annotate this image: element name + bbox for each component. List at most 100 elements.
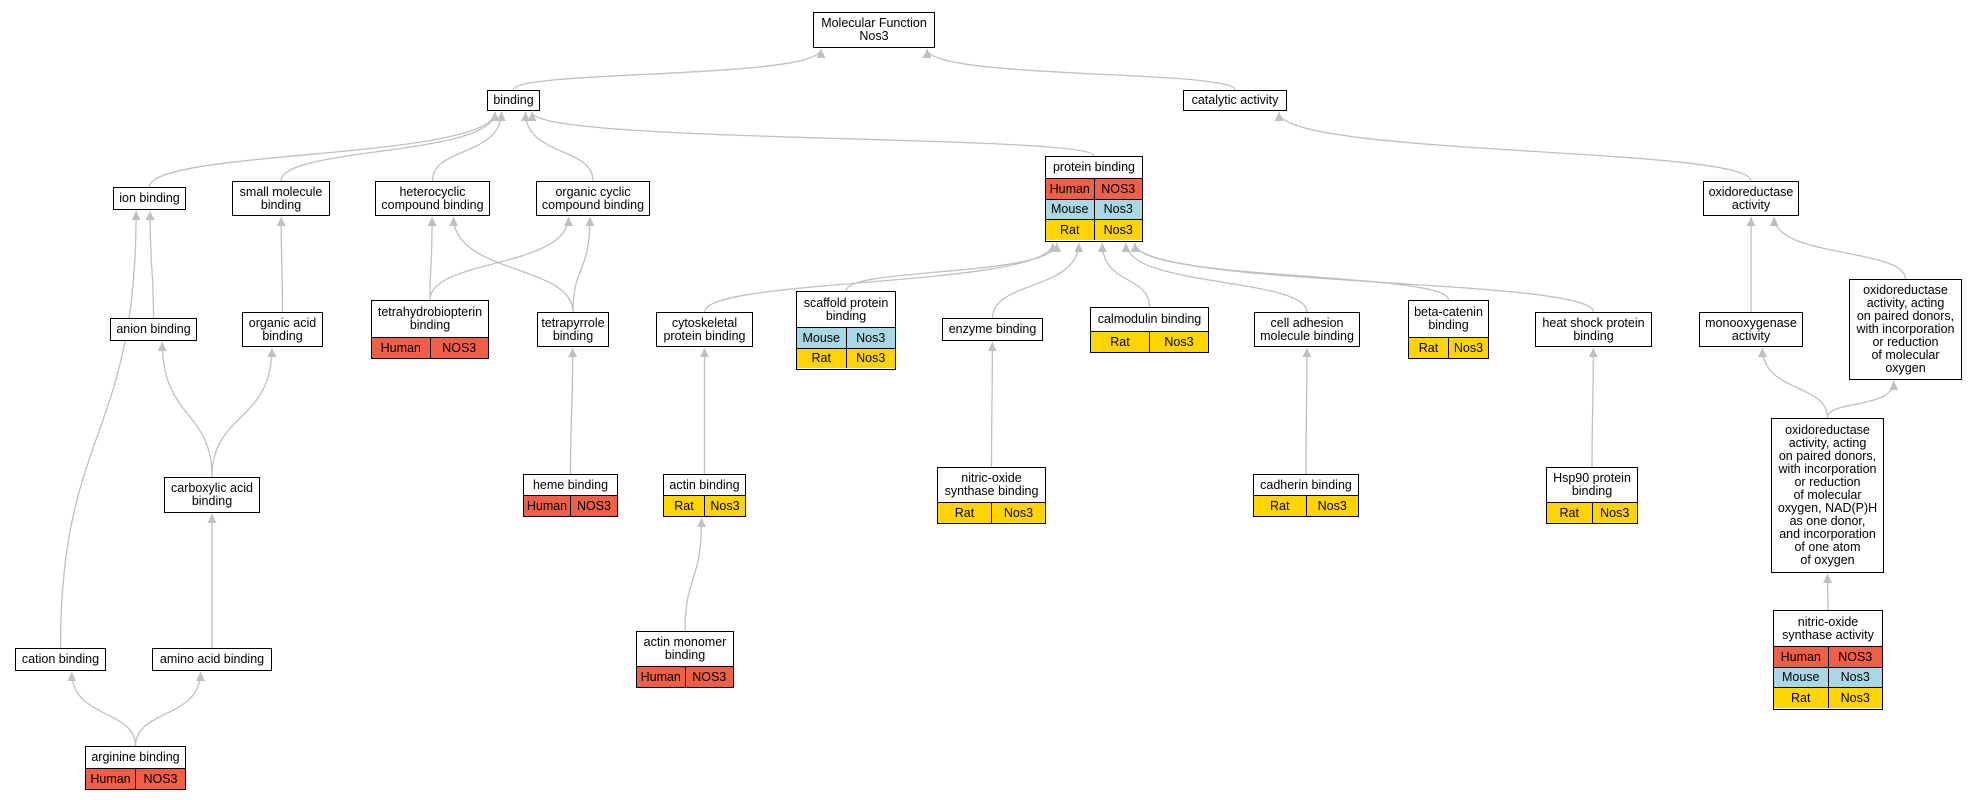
edge-catalytic-activity-to-root bbox=[922, 48, 1236, 91]
gene-cell: Nos3 bbox=[845, 328, 895, 348]
go-term-label: actin binding bbox=[669, 477, 740, 492]
species-cell: Rat bbox=[938, 503, 991, 523]
edge-small-molecule-binding-to-binding bbox=[280, 111, 500, 182]
gene-cell: Nos3 bbox=[704, 496, 745, 516]
go-term-cell-adhesion-molecule-binding: cell adhesion molecule binding bbox=[1254, 312, 1360, 347]
go-term-carboxylic-acid-binding: carboxylic acid binding bbox=[164, 477, 260, 513]
go-term-label: beta-catenin binding bbox=[1414, 305, 1483, 332]
edge-cadherin-binding-to-cell-adhesion-molecule-binding bbox=[1302, 347, 1312, 475]
go-term-label: oxidoreductase activity bbox=[1708, 184, 1794, 212]
go-term-label: oxidoreductase activity, acting on paire… bbox=[1777, 423, 1878, 567]
go-term-anion-binding: anion binding bbox=[110, 318, 197, 341]
edge-organic-cyclic-compound-binding-to-binding bbox=[520, 111, 594, 182]
edge-oxidoreductase-nadph-to-monooxygenase-activity bbox=[1757, 347, 1829, 419]
go-term-label: amino acid binding bbox=[159, 652, 265, 666]
go-term-label: arginine binding bbox=[91, 750, 180, 764]
go-term-label: scaffold protein binding bbox=[803, 295, 889, 323]
species-cell: Mouse bbox=[797, 328, 846, 348]
species-cell: Mouse bbox=[1046, 199, 1094, 219]
gene-cell: Nos3 bbox=[1149, 332, 1208, 352]
go-term-label: organic acid binding bbox=[248, 315, 317, 343]
species-cell: Rat bbox=[797, 348, 846, 368]
go-term-label: heme binding bbox=[532, 477, 609, 492]
go-term-label: Hsp90 protein binding bbox=[1553, 471, 1631, 498]
go-term-cation-binding: cation binding bbox=[15, 648, 106, 671]
go-term-label: enzyme binding bbox=[948, 322, 1037, 336]
go-term-catalytic-activity: catalytic activity bbox=[1183, 90, 1287, 111]
gene-cell: NOS3 bbox=[684, 667, 733, 687]
edge-ion-binding-to-binding bbox=[148, 111, 500, 188]
go-term-enzyme-binding: enzyme binding bbox=[942, 318, 1043, 341]
go-term-label: catalytic activity bbox=[1191, 93, 1279, 107]
go-term-label: cadherin binding bbox=[1260, 477, 1352, 492]
go-term-label: monooxygenase activity bbox=[1705, 315, 1797, 343]
go-term-tetrapyrrole-binding: tetrapyrrole binding bbox=[537, 312, 609, 347]
gene-cell: Nos3 bbox=[845, 348, 895, 368]
gene-cell: Nos3 bbox=[991, 503, 1045, 523]
go-term-heterocyclic-compound-binding: heterocyclic compound binding bbox=[375, 181, 490, 216]
go-term-amino-acid-binding: amino acid binding bbox=[152, 648, 272, 671]
species-cell: Rat bbox=[1547, 503, 1592, 523]
edge-oxidoreductase-paired-donors-to-oxidoreductase-activity bbox=[1769, 216, 1907, 280]
edge-organic-acid-binding-to-small-molecule-binding bbox=[276, 216, 286, 313]
go-term-cytoskeletal-protein-binding: cytoskeletal protein binding bbox=[656, 312, 753, 347]
go-term-monooxygenase-activity: monooxygenase activity bbox=[1699, 312, 1803, 347]
edge-arginine-binding-to-amino-acid-binding bbox=[134, 671, 206, 747]
edge-enzyme-binding-to-protein-binding bbox=[991, 242, 1084, 319]
go-term-label: tetrahydrobiopterin binding bbox=[377, 305, 483, 332]
species-cell: Rat bbox=[1774, 688, 1828, 708]
gene-cell: NOS3 bbox=[135, 769, 185, 789]
gene-cell: Nos3 bbox=[1591, 503, 1637, 523]
go-term-label: anion binding bbox=[116, 322, 191, 336]
go-term-oxidoreductase-paired-donors: oxidoreductase activity, acting on paire… bbox=[1849, 279, 1962, 380]
go-term-ion-binding: ion binding bbox=[113, 187, 186, 210]
edge-carboxylic-acid-binding-to-anion-binding bbox=[157, 341, 213, 478]
go-term-oxidoreductase-nadph: oxidoreductase activity, acting on paire… bbox=[1771, 418, 1884, 573]
go-term-label: nitric-oxide synthase binding bbox=[944, 471, 1039, 498]
gene-cell: NOS3 bbox=[1827, 647, 1882, 667]
species-cell: Human bbox=[524, 496, 570, 516]
species-cell: Human bbox=[372, 338, 430, 358]
edge-oxidoreductase-nadph-to-oxidoreductase-paired-donors bbox=[1826, 380, 1899, 419]
go-term-label: Molecular Function Nos3 bbox=[821, 16, 927, 43]
go-term-label: cell adhesion molecule binding bbox=[1260, 315, 1354, 343]
go-term-label: protein binding bbox=[1052, 160, 1135, 174]
gene-cell: NOS3 bbox=[1093, 179, 1142, 199]
go-term-label: heat shock protein binding bbox=[1542, 315, 1645, 343]
edge-hsp90-protein-binding-to-heat-shock-protein-binding bbox=[1588, 347, 1598, 468]
edge-binding-to-root bbox=[512, 48, 826, 91]
edge-cation-binding-to-ion-binding bbox=[59, 210, 141, 649]
go-term-label: oxidoreductase activity, acting on paire… bbox=[1856, 283, 1955, 375]
gene-cell: Nos3 bbox=[1827, 688, 1882, 708]
go-term-label: small molecule binding bbox=[239, 184, 323, 212]
species-cell: Rat bbox=[1409, 338, 1448, 358]
edge-tetrapyrrole-binding-to-organic-cyclic-compound-binding bbox=[572, 216, 595, 313]
edge-heme-binding-to-tetrapyrrole-binding bbox=[568, 347, 578, 475]
gene-cell: Nos3 bbox=[1827, 667, 1882, 687]
edge-arginine-binding-to-cation-binding bbox=[67, 671, 137, 747]
go-term-label: organic cyclic compound binding bbox=[541, 184, 645, 212]
edge-heat-shock-protein-binding-to-protein-binding bbox=[1130, 242, 1595, 313]
go-term-label: cytoskeletal protein binding bbox=[663, 315, 746, 343]
go-term-label: calmodulin binding bbox=[1097, 312, 1202, 326]
edge-actin-monomer-binding-to-actin-binding bbox=[684, 517, 707, 632]
go-term-organic-cyclic-compound-binding: organic cyclic compound binding bbox=[536, 181, 650, 216]
edge-calmodulin-binding-to-protein-binding bbox=[1097, 242, 1151, 308]
